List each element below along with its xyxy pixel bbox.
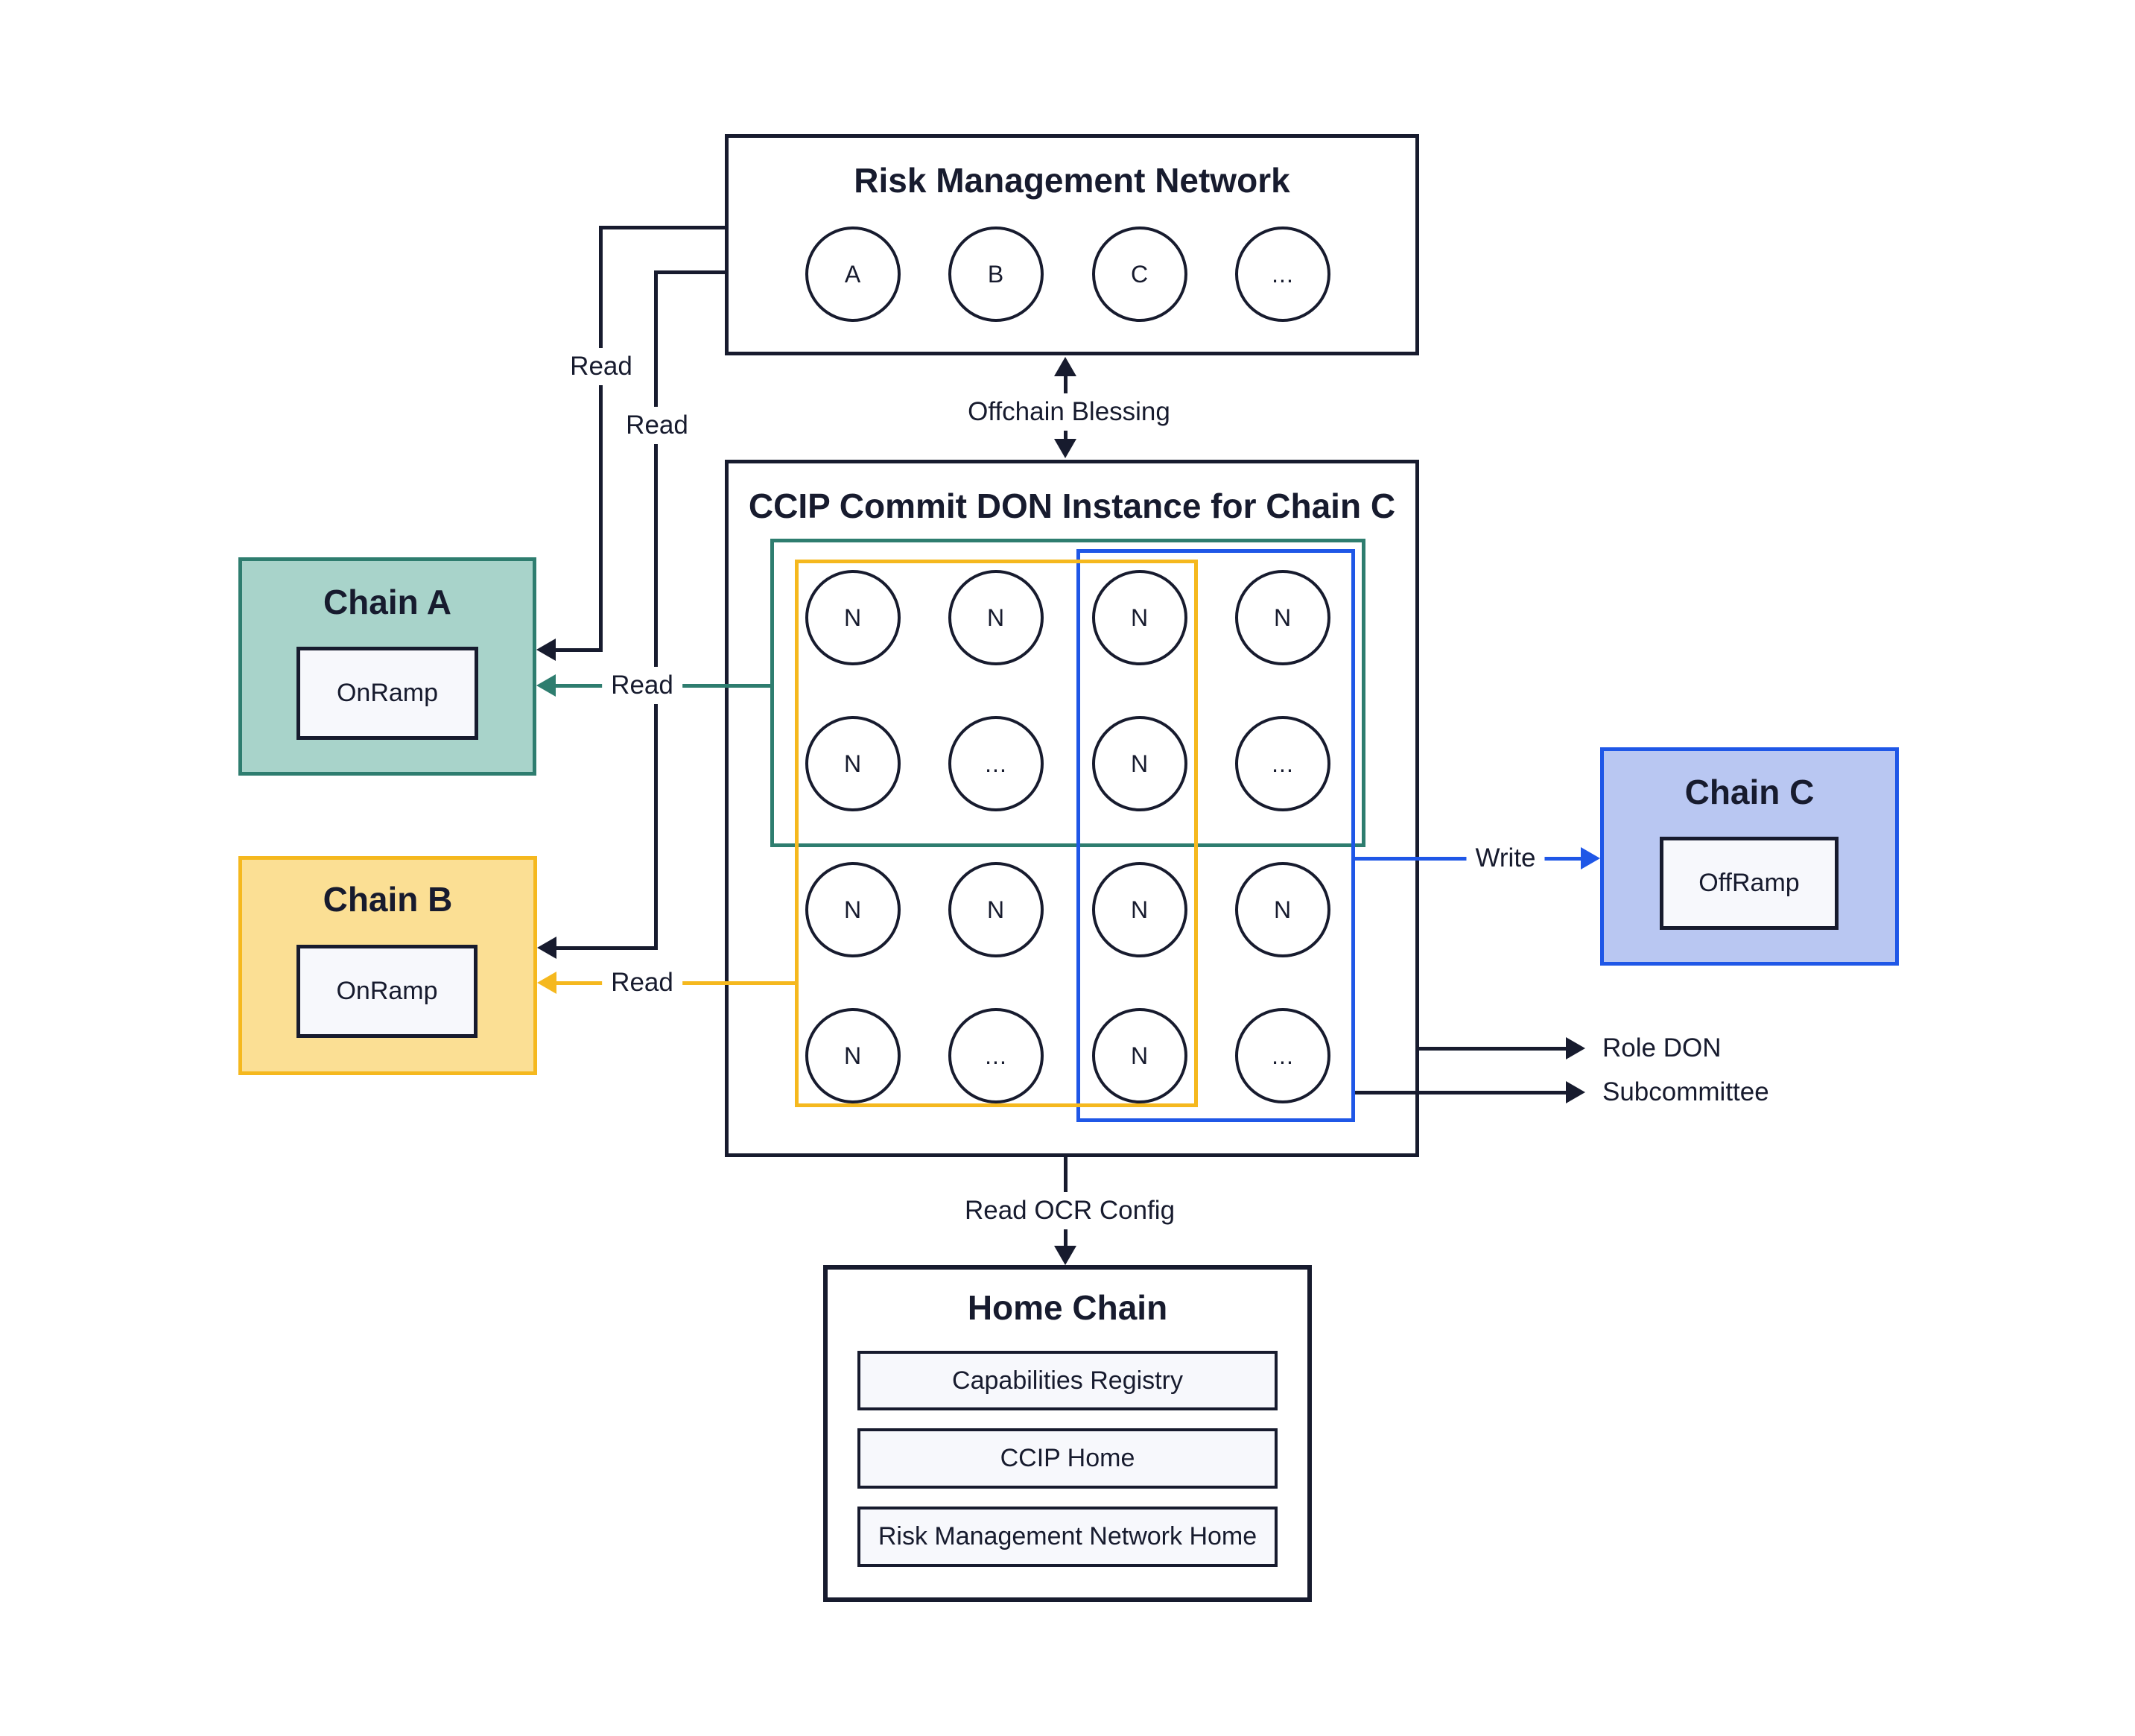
don-node: N bbox=[1092, 716, 1187, 811]
role-don-line bbox=[1418, 1047, 1567, 1051]
don-node: N bbox=[805, 716, 901, 811]
read-line1-stub bbox=[599, 226, 725, 229]
teal-read-arrowhead bbox=[536, 674, 556, 697]
subcommittee-blue-rect bbox=[1076, 549, 1355, 1122]
read-label-yellow: Read bbox=[602, 964, 682, 1001]
don-node: ... bbox=[1235, 716, 1330, 811]
read-label-teal: Read bbox=[602, 667, 682, 704]
risk-management-network-title: Risk Management Network bbox=[854, 161, 1290, 200]
don-node: N bbox=[1235, 570, 1330, 665]
ccip-commit-don-title: CCIP Commit DON Instance for Chain C bbox=[748, 487, 1396, 525]
subcommittee-label: Subcommittee bbox=[1602, 1077, 1769, 1106]
subcommittee-yellow-rect bbox=[795, 560, 1198, 1107]
read-line1-vertical bbox=[599, 226, 603, 652]
rmn-home-box: Risk Management Network Home bbox=[857, 1507, 1278, 1567]
don-node: N bbox=[805, 1008, 901, 1103]
offchain-blessing-down-arrowhead bbox=[1054, 439, 1076, 458]
blue-write-arrowhead bbox=[1581, 847, 1600, 869]
read-label-rmn-b: Read bbox=[617, 407, 697, 444]
role-don-arrowhead bbox=[1566, 1037, 1585, 1059]
don-node: N bbox=[1092, 1008, 1187, 1103]
don-node: N bbox=[948, 862, 1044, 957]
offchain-blessing-up-arrowhead bbox=[1054, 357, 1076, 376]
read-line2-horizontal bbox=[555, 946, 658, 950]
ccip-home-box: CCIP Home bbox=[857, 1428, 1278, 1489]
write-label: Write bbox=[1466, 840, 1545, 877]
chain-a-title: Chain A bbox=[323, 583, 452, 621]
don-node: N bbox=[1235, 862, 1330, 957]
offchain-blessing-label: Offchain Blessing bbox=[959, 393, 1179, 431]
read-ocr-config-label: Read OCR Config bbox=[955, 1192, 1184, 1229]
read-line1-arrowhead bbox=[536, 639, 556, 661]
role-don-label: Role DON bbox=[1602, 1033, 1722, 1062]
subcommittee-line bbox=[1355, 1091, 1567, 1094]
read-ocr-arrowhead bbox=[1054, 1246, 1076, 1265]
chain-b-title: Chain B bbox=[323, 880, 453, 919]
read-label-rmn-a: Read bbox=[561, 348, 641, 385]
chain-a-onramp-box: OnRamp bbox=[296, 647, 478, 740]
yellow-read-arrowhead bbox=[537, 972, 556, 994]
chain-b-onramp-box: OnRamp bbox=[296, 945, 478, 1038]
don-node: ... bbox=[1235, 1008, 1330, 1103]
don-node: ... bbox=[948, 1008, 1044, 1103]
chain-c-title: Chain C bbox=[1684, 773, 1815, 811]
don-node: N bbox=[805, 862, 901, 957]
read-line1-horizontal bbox=[554, 648, 603, 652]
home-chain-title: Home Chain bbox=[967, 1288, 1168, 1327]
subcommittee-teal-rect bbox=[770, 539, 1365, 847]
don-node: ... bbox=[948, 716, 1044, 811]
subcommittee-arrowhead bbox=[1566, 1081, 1585, 1103]
read-line2-stub bbox=[654, 270, 725, 274]
don-node: N bbox=[1092, 570, 1187, 665]
rmn-node: A bbox=[805, 226, 901, 322]
capabilities-registry-box: Capabilities Registry bbox=[857, 1351, 1278, 1410]
rmn-node: ... bbox=[1235, 226, 1330, 322]
don-node: N bbox=[948, 570, 1044, 665]
don-node: N bbox=[805, 570, 901, 665]
don-node: N bbox=[1092, 862, 1187, 957]
rmn-node: C bbox=[1092, 226, 1187, 322]
rmn-node: B bbox=[948, 226, 1044, 322]
read-line2-vertical bbox=[654, 270, 658, 950]
read-line2-arrowhead bbox=[537, 937, 556, 959]
chain-c-offramp-box: OffRamp bbox=[1660, 837, 1839, 930]
